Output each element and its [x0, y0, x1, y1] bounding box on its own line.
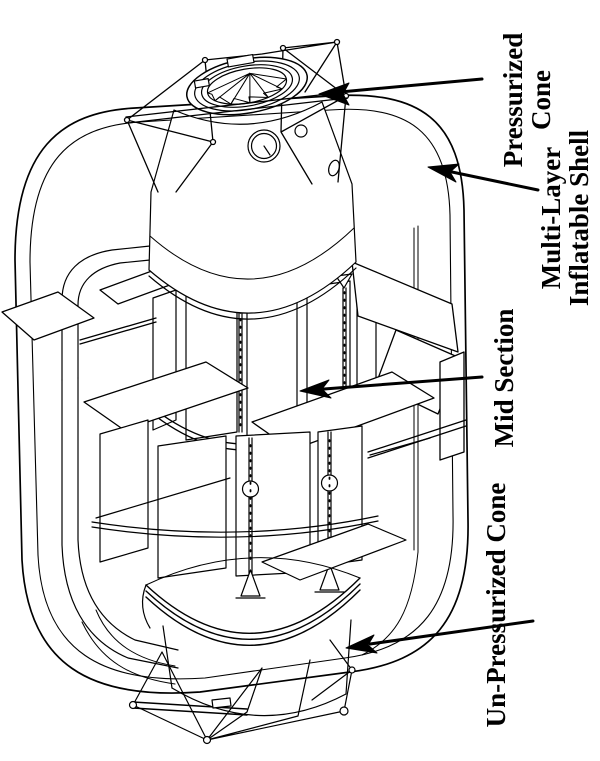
- unpressurized-cone: [130, 620, 356, 744]
- arrow-unpressurized-cone: [346, 621, 533, 653]
- leader-arrows: [300, 79, 538, 653]
- arrow-inflatable-shell: [428, 164, 538, 190]
- lower-truss: [130, 640, 356, 744]
- pressurized-cone-assembly: [149, 102, 356, 319]
- arrow-pressurized-cone: [319, 79, 482, 105]
- lower-deck-structure: [92, 420, 430, 598]
- label-line: Multi-Layer: [535, 146, 566, 290]
- label-mid-section: Mid Section: [488, 308, 519, 448]
- label-line: Mid Section: [488, 308, 519, 448]
- label-un-pressurized-cone: Un-Pressurized Cone: [480, 482, 511, 728]
- bottom-ring: [143, 558, 360, 646]
- arrow-mid-section: [300, 377, 482, 398]
- label-line: Inflatable Shell: [564, 129, 594, 307]
- front-strut: [126, 92, 347, 123]
- label-line: Un-Pressurized Cone: [480, 482, 511, 728]
- label-line: Pressurized: [497, 32, 528, 168]
- label-multi-layer-inflatable-shell: Multi-Layer Inflatable Shell: [535, 129, 594, 307]
- hatch-support-truss: [125, 40, 349, 193]
- shell-cutaway-edge: [62, 246, 178, 684]
